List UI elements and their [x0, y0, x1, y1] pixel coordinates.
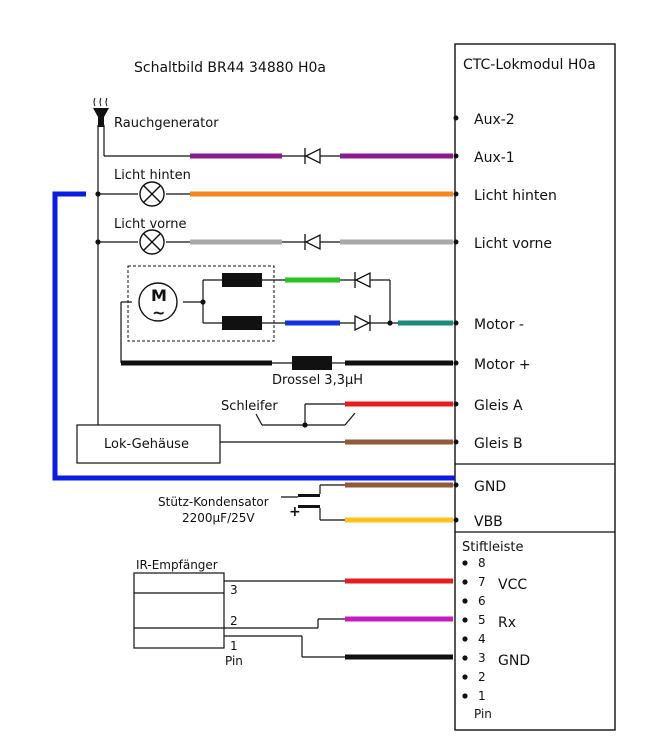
- lok-gehaeuse-label: Lok-Gehäuse: [104, 437, 189, 452]
- module-frame: [454, 43, 616, 731]
- pin-motor-plus-label: Motor +: [474, 357, 531, 373]
- diode-licht-vorne: [304, 233, 321, 251]
- module-connection-dots: [453, 115, 459, 523]
- module-title: CTC-Lokmodul H0a: [463, 57, 596, 73]
- drossel-body: [292, 356, 332, 370]
- drossel-label: Drossel 3,3µH: [272, 373, 363, 388]
- lok-gehaeuse-box: [76, 424, 221, 464]
- pin-gleis-b-label: Gleis B: [474, 436, 523, 452]
- schleifer-label: Schleifer: [221, 399, 278, 414]
- pin-vbb-label: VBB: [474, 514, 503, 530]
- capacitor-plate-bottom: [298, 505, 320, 508]
- lamp-licht-hinten: Licht hinten: [114, 168, 191, 207]
- pin-aux2-label: Aux-2: [474, 112, 515, 128]
- header-pin-4: 4: [478, 632, 486, 646]
- pin-gleis-a-label: Gleis A: [474, 398, 523, 414]
- lok-gehaeuse: Lok-Gehäuse: [76, 424, 221, 464]
- licht-vorne-label: Licht vorne: [114, 217, 186, 232]
- diode-aux1: [304, 147, 321, 165]
- motor-icon: [138, 282, 178, 322]
- pin-licht-hinten-label: Licht hinten: [474, 188, 557, 204]
- smoke-generator-icon: [93, 108, 109, 127]
- motor-symbol: M: [151, 286, 167, 305]
- pin-aux1-label: Aux-1: [474, 150, 515, 166]
- ir-pin-1: 1: [230, 639, 238, 653]
- header-pin-8: 8: [478, 556, 486, 570]
- pin-motor-minus-label: Motor -: [474, 317, 524, 333]
- ir-pin-3: 3: [230, 583, 238, 597]
- pin-gnd-label: GND: [474, 479, 506, 495]
- capacitor-plus: +: [289, 504, 301, 520]
- capacitor-name: Stütz-Kondensator: [158, 495, 269, 509]
- drossel: Drossel 3,3µH: [272, 356, 363, 388]
- motor-tilde: ~: [152, 303, 165, 322]
- licht-hinten-label: Licht hinten: [114, 168, 191, 183]
- stiftleiste-title: Stiftleiste: [462, 540, 524, 555]
- header-pin-1: 1: [478, 689, 486, 703]
- header-pin-6: 6: [478, 594, 486, 608]
- header-signal-gnd: GND: [498, 653, 530, 669]
- diode-motor-green: [354, 271, 371, 289]
- colored-wires: [121, 153, 453, 660]
- diode-motor-blue: [354, 314, 371, 332]
- header-signal-vcc: VCC: [498, 577, 527, 593]
- rauchgenerator-label: Rauchgenerator: [114, 116, 219, 131]
- inductor-motor-upper: [222, 273, 262, 287]
- ir-pin-2: 2: [230, 614, 238, 628]
- lamp-licht-vorne: Licht vorne: [114, 217, 186, 255]
- junction-dots: [95, 191, 393, 428]
- header-signal-rx: Rx: [498, 615, 516, 631]
- header-pin-caption: Pin: [474, 707, 492, 721]
- ir-empfaenger-label: IR-Empfänger: [136, 558, 218, 572]
- stiftleiste-pins: 8 7 6 5 4 3 2 1 Pin: [462, 556, 492, 721]
- ir-empfaenger-body: [133, 572, 225, 649]
- header-pin-2: 2: [478, 670, 486, 684]
- ir-empfaenger: IR-Empfänger 3 2 1 Pin: [133, 558, 243, 668]
- header-pin-5: 5: [478, 613, 486, 627]
- capacitor-plate-top: [298, 494, 320, 497]
- motor: M ~: [138, 282, 178, 322]
- inductor-motor-lower: [222, 316, 262, 330]
- diagram-title: Schaltbild BR44 34880 H0a: [134, 60, 326, 76]
- pin-licht-vorne-label: Licht vorne: [474, 236, 552, 252]
- motor-enclosure: [127, 265, 275, 342]
- header-pin-7: 7: [478, 575, 486, 589]
- ir-pin-caption: Pin: [225, 654, 243, 668]
- capacitor-value: 2200µF/25V: [182, 511, 255, 525]
- wire-gnd-loop: [52, 191, 455, 481]
- smoke-generator: Rauchgenerator: [93, 97, 219, 131]
- ctc-lokmodul: CTC-Lokmodul H0a Aux-2 Aux-1 Licht hinte…: [453, 43, 616, 731]
- header-pin-3: 3: [478, 651, 486, 665]
- capacitor: + Stütz-Kondensator 2200µF/25V: [158, 494, 320, 525]
